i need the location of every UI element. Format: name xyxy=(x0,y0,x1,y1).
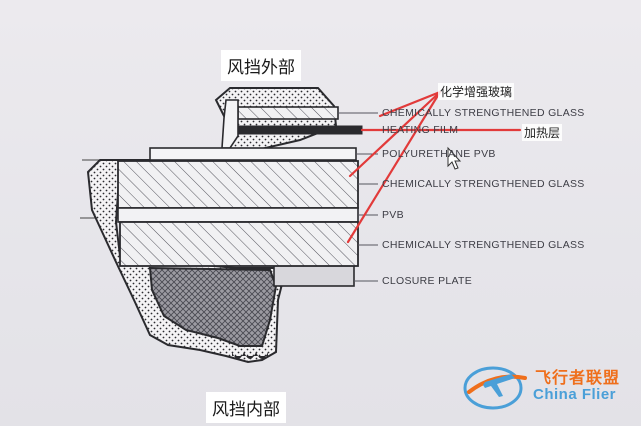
label-inner-glass: CHEMICALLY STRENGTHENED GLASS xyxy=(382,239,585,251)
closure-plate-tab xyxy=(273,263,355,287)
chem-glass-annotation: 化学增强玻璃 xyxy=(438,83,515,100)
windshield-inside-label: 风挡内部 xyxy=(206,392,286,423)
heating-layer-annotation: 加热层 xyxy=(522,124,563,141)
red-line-to-inner-glass xyxy=(346,90,442,244)
red-line-to-outer-glass xyxy=(378,90,442,118)
outer-glass-strip xyxy=(237,106,339,120)
label-pvb: PVB xyxy=(382,209,404,221)
bottom-scallop xyxy=(232,352,268,359)
cursor-icon xyxy=(447,146,462,170)
polyurethane-pvb-layer xyxy=(149,147,357,161)
label-closure-plate: CLOSURE PLATE xyxy=(382,275,473,287)
label-outer-glass: CHEMICALLY STRENGTHENED GLASS xyxy=(382,107,585,119)
watermark-cn-name: 飞行者联盟 xyxy=(535,368,621,387)
middle-glass xyxy=(117,160,359,209)
windshield-outside-label: 风挡外部 xyxy=(221,50,301,81)
label-polyurethane-pvb: POLYURETHANE PVB xyxy=(382,148,496,160)
label-heating-film: HEATING FILM xyxy=(382,124,459,136)
china-flier-watermark: 飞行者联盟 China Flier xyxy=(455,352,635,418)
watermark-en-name: China Flier xyxy=(533,386,617,403)
red-annotation-lines xyxy=(346,90,522,244)
red-line-to-middle-glass xyxy=(348,90,442,178)
pvb-layer xyxy=(117,207,359,223)
inner-glass xyxy=(119,221,359,267)
airplane-logo-icon xyxy=(463,366,527,410)
heating-film-strip xyxy=(237,125,363,135)
outer-glass-step xyxy=(221,99,239,149)
label-middle-glass: CHEMICALLY STRENGTHENED GLASS xyxy=(382,178,585,190)
